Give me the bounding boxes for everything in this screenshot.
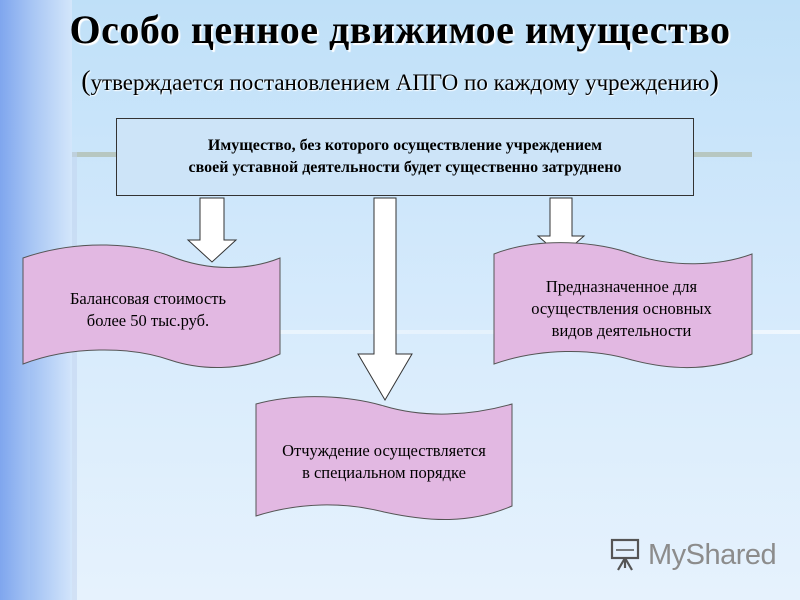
bottom-doc-line-2: в специальном порядке <box>302 463 466 482</box>
main-property-line-2: своей уставной деятельности будет сущест… <box>188 159 622 176</box>
arrow-to-left-doc <box>186 197 238 263</box>
slide-title: Особо ценное движимое имущество <box>69 7 731 52</box>
background-left-band-lower <box>30 330 70 600</box>
background-horizontal-line-lower <box>30 330 800 334</box>
subtitle-text: утверждается постановлением АПГО по кажд… <box>90 70 710 95</box>
left-doc-text: Балансовая стоимость более 50 тыс.руб. <box>23 288 273 332</box>
right-doc-shape <box>493 242 753 368</box>
subtitle-close-paren: ) <box>709 66 719 97</box>
right-doc-line-3: видов деятельности <box>551 321 692 340</box>
arrow-to-bottom-doc <box>357 197 413 401</box>
bottom-doc-text: Отчуждение осуществляется в специальном … <box>256 440 512 484</box>
slide-subtitle: (утверждается постановлением АПГО по каж… <box>0 66 800 98</box>
bottom-doc-line-1: Отчуждение осуществляется <box>282 441 486 460</box>
left-doc-line-2: более 50 тыс.руб. <box>86 311 210 330</box>
myshared-logo: MyShared <box>606 535 777 575</box>
bottom-doc-shape <box>255 396 513 520</box>
left-doc-line-1: Балансовая стоимость <box>69 289 227 308</box>
left-doc-shape <box>22 244 281 369</box>
main-property-box: Имущество, без которого осуществление уч… <box>116 118 694 196</box>
logo-text: MyShared <box>648 538 777 571</box>
presentation-board-icon <box>610 538 640 571</box>
right-doc-text: Предназначенное для осуществления основн… <box>494 276 749 342</box>
subtitle-open-paren: ( <box>81 66 91 97</box>
main-property-line-1: Имущество, без которого осуществление уч… <box>207 137 603 154</box>
background-vertical-line <box>72 152 77 600</box>
right-doc-line-2: осуществления основных <box>531 299 712 318</box>
right-doc-line-1: Предназначенное для <box>545 277 698 296</box>
